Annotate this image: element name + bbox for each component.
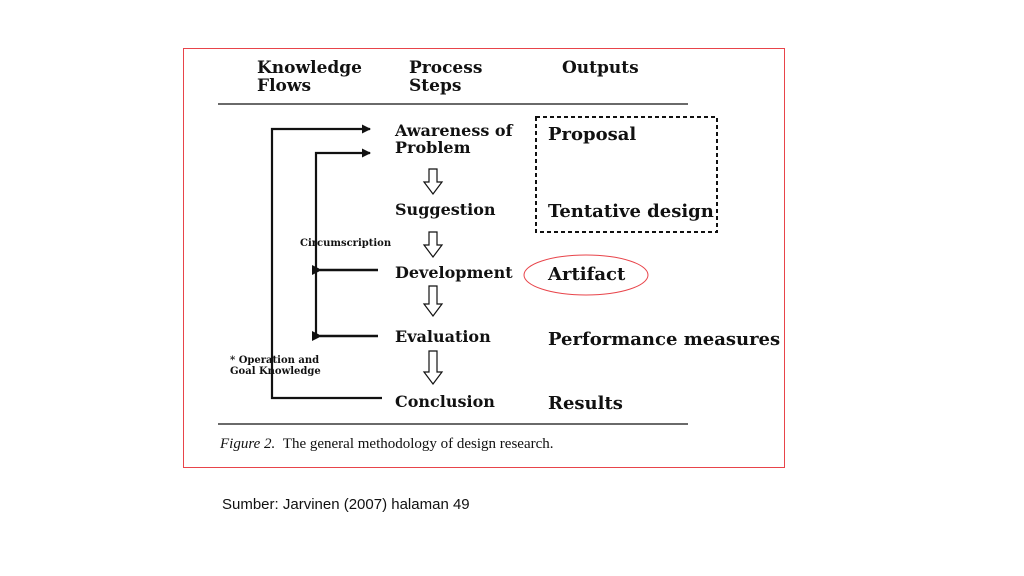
figure-caption-prefix: Figure 2. [220,436,276,452]
step-evaluation: Evaluation [395,327,491,346]
step-suggestion: Suggestion [395,200,496,219]
label-circumscription: Circumscription [300,238,392,249]
step-awareness-of-problem: Awareness of Problem [395,121,513,157]
header-process-steps: Process Steps [409,58,483,96]
down-arrow-1 [422,168,444,195]
down-arrow-2 [422,231,444,258]
output-proposal: Proposal [548,124,637,145]
output-performance-measures: Performance measures [548,329,781,350]
down-arrow-4 [422,350,444,385]
step-development: Development [395,263,513,282]
output-tentative-design: Tentative design [548,201,714,222]
artifact-highlight-ellipse [523,254,649,296]
output-results: Results [548,393,623,414]
circumscription-flow-arrow [314,148,371,336]
down-arrow-3 [422,285,444,317]
figure-frame [183,48,785,468]
figure-caption: Figure 2. The general methodology of des… [220,436,554,453]
operation-goal-flow-arrow [270,124,382,400]
proposal-dashed-box [535,116,718,233]
label-operation-goal-knowledge: * Operation and Goal Knowledge [230,355,321,377]
header-outputs: Outputs [562,58,639,78]
source-citation: Sumber: Jarvinen (2007) halaman 49 [222,496,470,513]
step-conclusion: Conclusion [395,392,495,411]
figure-caption-text: The general methodology of design resear… [282,436,554,452]
header-knowledge-flows: Knowledge Flows [257,58,362,96]
output-artifact: Artifact [548,264,626,285]
